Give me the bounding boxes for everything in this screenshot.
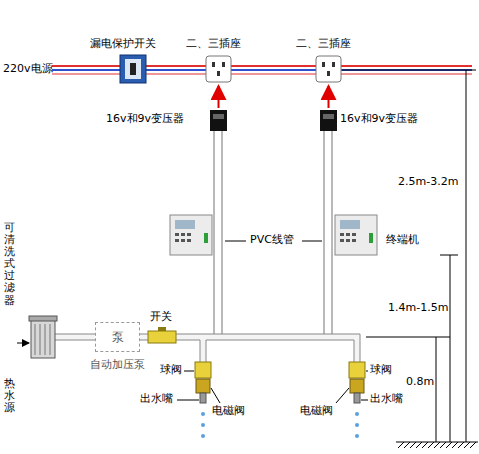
pvc-conduit	[214, 131, 332, 334]
dimension-label: 1.4m-1.5m	[388, 302, 448, 315]
source-label: 热水源	[4, 378, 15, 414]
terminal-label: 终端机	[386, 234, 419, 247]
ground	[396, 442, 478, 448]
conduit-label: PVC线管	[250, 234, 294, 247]
leader-line	[177, 371, 368, 403]
switch-valve-label: 开关	[150, 311, 172, 324]
inlet-arrow	[17, 343, 29, 344]
transformer-label: 16v和9v变压器	[340, 113, 418, 126]
socket	[206, 56, 341, 82]
dimension-label: 2.5m-3.2m	[398, 176, 458, 189]
terminal-unit	[170, 215, 377, 255]
transformer-label: 16v和9v变压器	[106, 113, 184, 126]
switch-valve	[148, 327, 176, 343]
nozzle-label: 出水嘴	[370, 393, 403, 406]
socket-label: 二、三插座	[296, 38, 351, 51]
plug-arrow	[328, 86, 330, 108]
filter	[29, 316, 57, 358]
solenoid-label: 电磁阀	[212, 405, 245, 418]
transformer	[210, 110, 337, 131]
leakage-switch	[120, 55, 146, 83]
switch-label: 漏电保护开关	[90, 38, 156, 51]
pump-name: 泵	[112, 329, 124, 346]
dimension-lines	[342, 70, 476, 442]
power-label: 220v电源	[3, 63, 53, 76]
ball-valve-label: 球阀	[160, 364, 182, 377]
pump-caption: 自动加压泵	[90, 357, 145, 372]
socket-label: 二、三插座	[186, 38, 241, 51]
filter-label: 可清洗式过滤器	[4, 222, 15, 307]
pump-box: 泵自动加压泵	[95, 322, 140, 352]
nozzle-label: 出水嘴	[140, 393, 173, 406]
leader-line	[225, 241, 246, 242]
dimension-label: 0.8m	[406, 376, 434, 389]
solenoid-label: 电磁阀	[300, 405, 333, 418]
ball-valve-label: 球阀	[370, 364, 392, 377]
leader-line	[302, 241, 322, 242]
plug-arrow	[218, 86, 220, 108]
